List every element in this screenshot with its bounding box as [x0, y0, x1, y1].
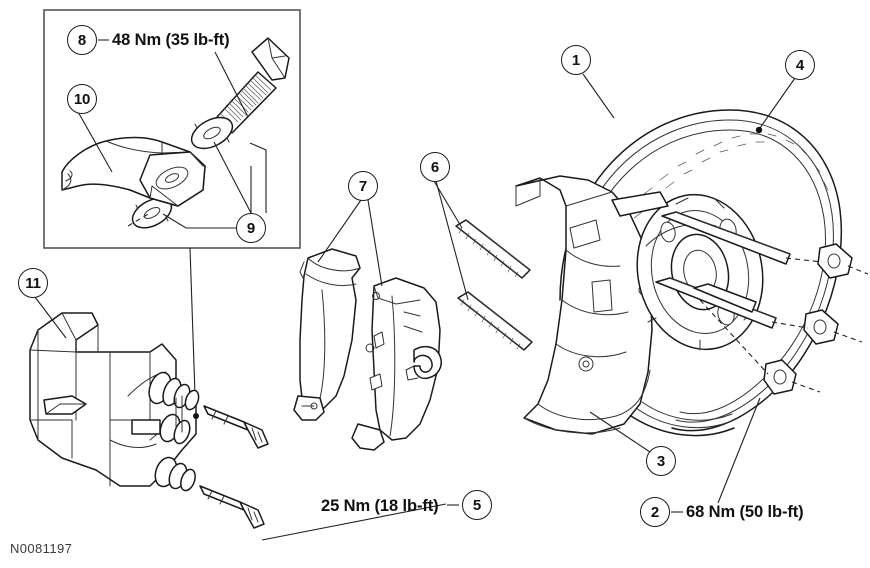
callout-7-brake-pads[interactable]: 7 — [348, 171, 378, 201]
leader-9-a — [213, 141, 252, 214]
leader-9-c — [249, 142, 267, 213]
part-pad-clip-lower-6 — [457, 291, 533, 351]
part-caliper-guide-sleeves — [148, 371, 200, 492]
figure-id-label: N0081197 — [10, 541, 73, 556]
leader-5 — [261, 503, 447, 541]
callout-label: 4 — [795, 56, 805, 74]
callout-label: 6 — [430, 158, 440, 176]
leader-3 — [589, 411, 651, 453]
part-guide-pin-bolt-upper-5 — [203, 405, 269, 449]
part-wheel-stud-3 — [693, 283, 821, 395]
leader-6-b — [435, 180, 469, 301]
callout-label: 2 — [650, 503, 660, 521]
callout-3-caliper-anchor[interactable]: 3 — [646, 446, 676, 476]
torque-label-68nm: 68 Nm (50 lb-ft) — [686, 503, 804, 521]
callout-label: 10 — [73, 90, 91, 108]
torque-label-25nm: 25 Nm (18 lb-ft) — [321, 497, 439, 515]
torque-label-48nm: 48 Nm (35 lb-ft) — [112, 31, 230, 49]
leader-8 — [214, 51, 249, 118]
callout-10-bracket[interactable]: 10 — [67, 84, 97, 114]
leader-7-b — [367, 199, 383, 287]
hidden-axis-9 — [127, 212, 151, 227]
callout-label: 3 — [656, 452, 666, 470]
callout-11-brake-caliper[interactable]: 11 — [18, 268, 48, 298]
callout-9-washer[interactable]: 9 — [236, 213, 266, 243]
part-washer-9-upper — [190, 116, 234, 150]
callout-2-wheel-lug-nut[interactable]: 2 — [640, 497, 670, 527]
leader-9-b — [162, 213, 236, 229]
callout-label: 9 — [246, 219, 256, 237]
part-caliper-11 — [29, 312, 197, 487]
leader-2 — [717, 397, 761, 504]
leader-4 — [759, 77, 796, 129]
callout-4-rotor-face[interactable]: 4 — [785, 50, 815, 80]
leader-7-a — [317, 199, 362, 263]
leader-10 — [76, 109, 113, 173]
part-brake-pad-inner-7 — [351, 277, 442, 451]
part-guide-pin-bolt-lower-5 — [199, 485, 265, 529]
anchor-point-caliper — [193, 413, 199, 419]
leader-1 — [582, 73, 615, 119]
callout-1-brake-disc[interactable]: 1 — [561, 45, 591, 75]
part-splash-shield-3 — [515, 175, 653, 435]
callout-label: 5 — [472, 496, 482, 514]
part-bracket-10 — [61, 136, 206, 207]
callout-label: 11 — [25, 274, 41, 292]
part-washer-9-lower — [131, 197, 173, 229]
callout-label: 8 — [77, 31, 87, 49]
part-pad-clip-upper-6 — [455, 219, 531, 279]
leader-4-dot — [755, 126, 763, 134]
part-wheel-stud-1 — [661, 211, 869, 279]
part-brake-pad-outer-7 — [293, 248, 361, 421]
callout-label: 7 — [358, 177, 368, 195]
inset-detail-box — [43, 9, 301, 249]
callout-8-bolt[interactable]: 8 — [67, 25, 97, 55]
callout-6-pad-clips[interactable]: 6 — [420, 152, 450, 182]
leader-11 — [34, 296, 67, 339]
callout-5-caliper-guide-pin[interactable]: 5 — [462, 490, 492, 520]
callout-label: 1 — [571, 51, 581, 69]
part-wheel-stud-2 — [655, 277, 863, 345]
